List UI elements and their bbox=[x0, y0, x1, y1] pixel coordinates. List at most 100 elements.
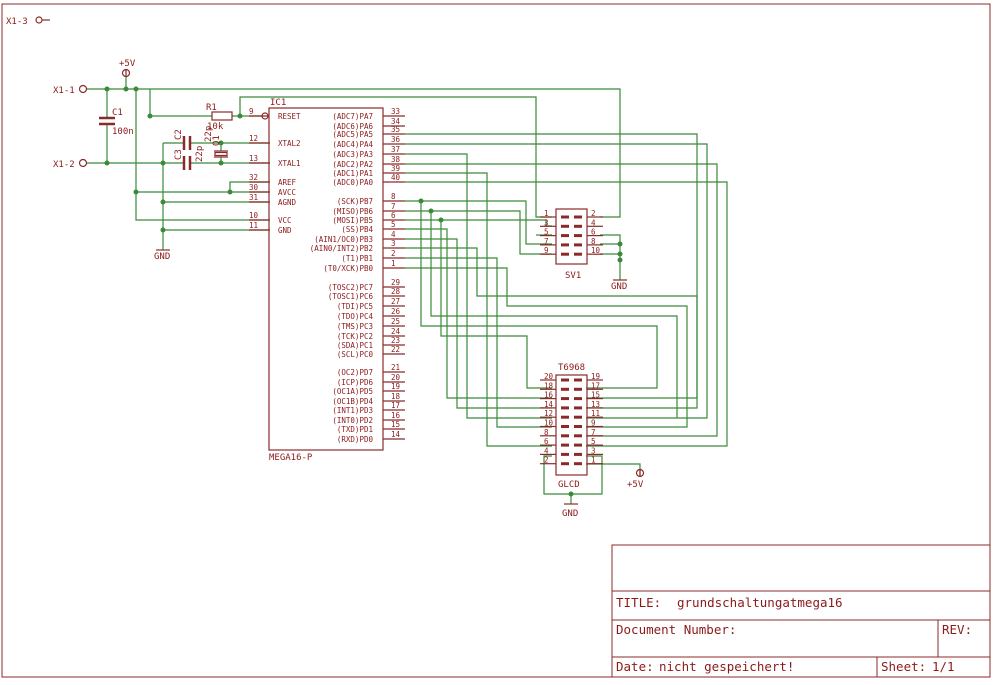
glcd-pin-number: 11 bbox=[591, 409, 600, 418]
ic1-pin-label: XTAL1 bbox=[278, 159, 301, 168]
date-label: Date: bbox=[616, 659, 654, 674]
ic1-pin-number: 24 bbox=[391, 327, 401, 336]
ic1-pin-number: 21 bbox=[391, 363, 400, 372]
c2-value: 22p bbox=[195, 146, 205, 162]
glcd-pin-number: 20 bbox=[544, 372, 554, 381]
gnd-symbol-left: GND bbox=[154, 249, 170, 262]
pa3-wire bbox=[405, 153, 552, 419]
c3-value: 22p bbox=[204, 126, 214, 142]
sv1-pin-marker bbox=[574, 215, 582, 219]
ic1-pin-number: 27 bbox=[391, 297, 400, 306]
ic1-pin-label: (AIN0/INT2)PB2 bbox=[310, 244, 373, 253]
glcd-pin-marker bbox=[574, 452, 582, 456]
ic1-pin-label: (RXD)PD0 bbox=[337, 435, 374, 444]
ic1-pin-number: 3 bbox=[391, 239, 396, 248]
rev-label: REV: bbox=[942, 622, 972, 637]
crystal-q1: Q1 bbox=[212, 135, 228, 158]
sv1-pin-marker bbox=[574, 252, 582, 256]
ic1-pin-label: (ADC4)PA4 bbox=[332, 140, 373, 149]
ic1-pin-number: 4 bbox=[391, 230, 396, 239]
ic1-pin-number: 32 bbox=[249, 173, 258, 182]
mosi-branch-wire bbox=[440, 220, 552, 389]
vcc-pin-wire bbox=[135, 89, 270, 221]
glcd-pin-number: 3 bbox=[591, 446, 596, 455]
ic1-pin-label: (ADC7)PA7 bbox=[332, 112, 373, 121]
glcd-pin-marker bbox=[561, 415, 569, 419]
gnd-label: GND bbox=[611, 282, 627, 292]
sck-branch-wire bbox=[420, 201, 658, 389]
glcd-name: GLCD bbox=[558, 480, 580, 490]
ic1-pin-number: 36 bbox=[391, 135, 401, 144]
c1-value: 100n bbox=[112, 127, 134, 137]
junction-dot bbox=[160, 199, 166, 205]
r1-name: R1 bbox=[206, 103, 217, 113]
sv1-pin-marker bbox=[574, 243, 582, 247]
sv1-pin-marker bbox=[574, 234, 582, 238]
sv1-pin-number: 7 bbox=[544, 237, 549, 246]
gnd-label: GND bbox=[562, 509, 578, 519]
ic1-pin-label: (OC1A)PD5 bbox=[332, 387, 373, 396]
ic1-pin-number: 35 bbox=[391, 125, 400, 134]
ic1-pin-number: 11 bbox=[249, 221, 258, 230]
ic1-pin-number: 38 bbox=[391, 155, 401, 164]
ic1-pin-number: 7 bbox=[391, 202, 396, 211]
plus5v-label: +5V bbox=[627, 480, 644, 490]
corner-connector-pad bbox=[35, 16, 43, 24]
ic1-pin-number: 2 bbox=[391, 249, 396, 258]
pb5-wire bbox=[405, 219, 552, 227]
ic1-pin-label: (SCK)PB7 bbox=[337, 197, 373, 206]
ic1-pin-label: (TMS)PC3 bbox=[337, 322, 373, 331]
pb0-wire bbox=[405, 267, 688, 428]
gnd-symbol-glcd: GND bbox=[562, 503, 578, 519]
q1-name: Q1 bbox=[212, 135, 222, 146]
connector-x1-2: X1-2 bbox=[53, 158, 88, 170]
plus5v-circle bbox=[121, 68, 131, 78]
junction-dot bbox=[227, 189, 233, 195]
c2-name: C2 bbox=[174, 129, 184, 140]
c1-name: C1 bbox=[112, 108, 123, 118]
junction-dot bbox=[617, 251, 623, 257]
ic1-pin-number: 19 bbox=[391, 382, 400, 391]
ic1-pin-number: 40 bbox=[391, 173, 401, 182]
junction-dot bbox=[104, 86, 110, 92]
plus5v-circle bbox=[635, 468, 645, 478]
pa5-wire bbox=[405, 133, 698, 409]
junction-dot bbox=[617, 241, 623, 247]
ic1-pin-number: 20 bbox=[391, 373, 401, 382]
sv1-pin-number: 6 bbox=[591, 228, 596, 237]
sv1-pin-number: 4 bbox=[591, 218, 596, 227]
pa2-wire bbox=[405, 163, 718, 437]
ic1-pin-number: 22 bbox=[391, 345, 400, 354]
ic1-pin-label: (SCL)PC0 bbox=[337, 350, 374, 359]
sv1-pin-number: 3 bbox=[544, 218, 549, 227]
ic1-pin-number: 16 bbox=[391, 411, 401, 420]
ic1-pin-label: (TOSC2)PC7 bbox=[328, 283, 373, 292]
ic1-pin-label: (OC2)PD7 bbox=[337, 368, 373, 377]
junctions bbox=[104, 86, 623, 497]
drawing-frame bbox=[1, 3, 991, 678]
ic1-pin-number: 12 bbox=[249, 134, 258, 143]
sv1-name: SV1 bbox=[565, 271, 581, 281]
gnd-label: GND bbox=[154, 252, 170, 262]
ic1-pin-number: 1 bbox=[391, 259, 396, 268]
ic1-pin-number: 30 bbox=[249, 183, 259, 192]
glcd-pin-number: 16 bbox=[544, 391, 554, 400]
pa0-wire bbox=[405, 181, 728, 447]
junction-dot bbox=[123, 86, 129, 92]
sv1-pin-marker bbox=[561, 252, 569, 256]
vcc-rail-wire bbox=[87, 88, 621, 218]
glcd-pin-marker bbox=[561, 387, 569, 391]
glcd-pin-number: 13 bbox=[591, 400, 600, 409]
glcd-pin-number: 19 bbox=[591, 372, 600, 381]
ic1-pin-number: 9 bbox=[249, 107, 254, 116]
ic1-pin-label: (ADC1)PA1 bbox=[332, 169, 373, 178]
ic1-pin-number: 13 bbox=[249, 154, 258, 163]
title-label: TITLE: bbox=[616, 595, 661, 610]
reset-bubble bbox=[261, 112, 269, 120]
glcd-pin-number: 14 bbox=[544, 400, 554, 409]
ic1-body bbox=[268, 107, 384, 451]
sv1-pin-marker bbox=[574, 224, 582, 228]
glcd-pin-number: 12 bbox=[544, 409, 553, 418]
